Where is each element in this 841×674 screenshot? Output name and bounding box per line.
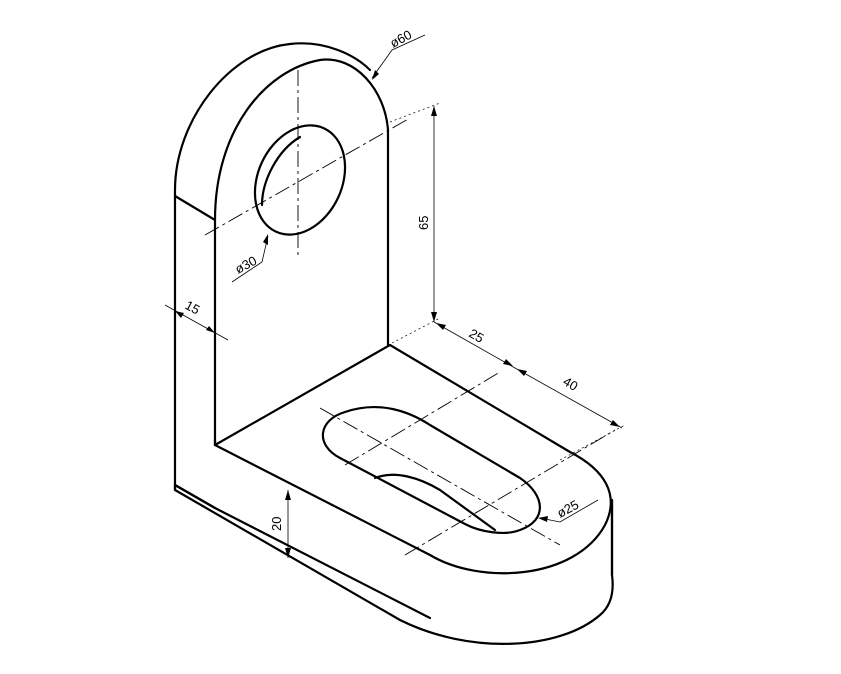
slot-cross-centerline-right: [404, 429, 616, 556]
dimension-slot-width: ø25: [538, 497, 599, 523]
dimension-slot-offset: 25: [433, 321, 516, 369]
upright-hole: [253, 124, 347, 236]
dim-text-upright-thickness: 15: [183, 297, 203, 317]
slot-cross-centerline-left: [344, 371, 501, 466]
slot-inner-edge: [373, 473, 497, 532]
slot-long-centerline: [319, 407, 561, 546]
dim-text-upright-height: 65: [416, 216, 431, 230]
dimension-slot-length: 40: [514, 367, 626, 461]
dim-text-slot-offset: 25: [467, 326, 487, 346]
base-top-face: [213, 343, 612, 575]
dim-text-slot-length: 40: [561, 374, 581, 394]
slot: [321, 405, 541, 534]
hole-horizontal-centerline: [204, 117, 411, 236]
dimension-upright-thickness: 15: [164, 297, 229, 341]
upright-hole-back-edge: [260, 135, 302, 207]
slot-outline: [321, 405, 541, 534]
upright-front-face: [213, 58, 390, 447]
dimension-upright-top-diameter: ø60: [371, 27, 426, 80]
dim-text-slot-width: ø25: [554, 497, 581, 521]
base-front-vertical-edge: [173, 483, 432, 620]
dim-text-base-thickness: 20: [269, 517, 284, 531]
base-plate: [173, 343, 614, 645]
dim-text-hole-diameter: ø30: [232, 253, 259, 277]
upright-back-edge: [173, 42, 372, 487]
dimension-hole-diameter: ø30: [231, 234, 269, 283]
upright: [173, 42, 390, 487]
base-front-face: [173, 483, 614, 645]
dim-text-upright-top-diameter: ø60: [387, 27, 414, 51]
upright-top-thickness: [173, 194, 217, 222]
dimension-base-thickness: 20: [269, 490, 291, 558]
dimension-upright-height: 65: [389, 102, 441, 344]
center-lines: [204, 70, 616, 556]
